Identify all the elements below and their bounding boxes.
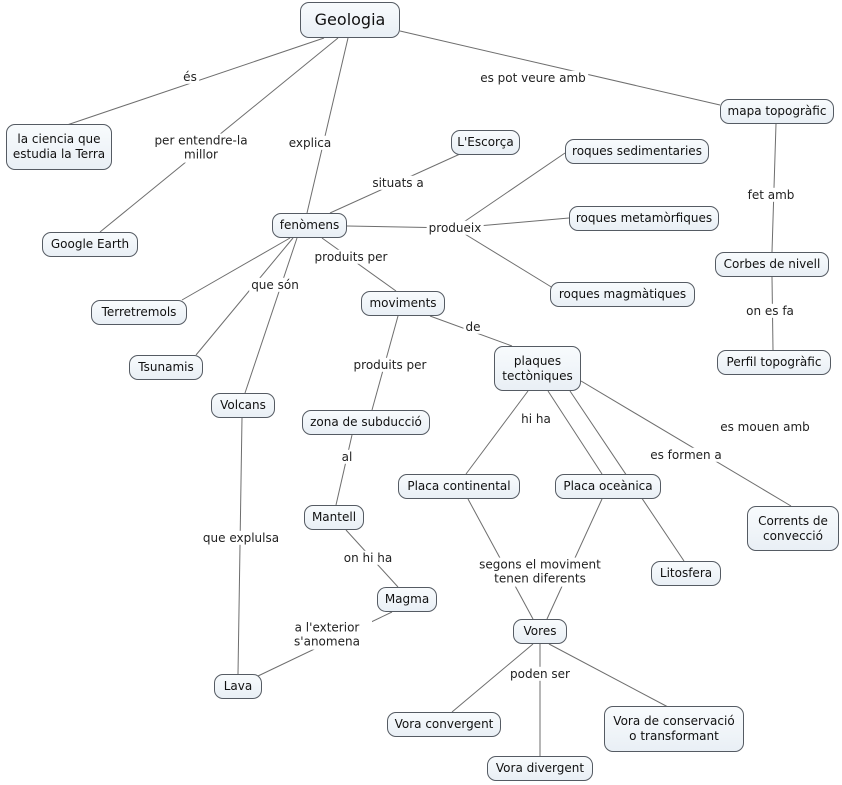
node-roques-magmatiques[interactable]: roques magmàtiques [550,282,695,307]
node-placa-continental[interactable]: Placa continental [398,474,520,499]
edge-volcans-lava [237,417,243,675]
link-label-produeix[interactable]: produeix [426,220,484,236]
node-google-earth[interactable]: Google Earth [42,232,138,257]
link-label-situats-a[interactable]: situats a [370,175,426,191]
edge-plaques-placa-oceanica [547,390,603,475]
link-label-on-hi-ha[interactable]: on hi ha [341,550,395,566]
node-ciencia[interactable]: la ciencia que estudia la Terra [6,124,112,170]
edge-produeix-roques-sedimentaries [454,152,566,229]
node-tsunamis[interactable]: Tsunamis [129,355,203,380]
node-magma[interactable]: Magma [377,587,437,612]
node-lava[interactable]: Lava [214,674,262,699]
link-label-es-formen-a[interactable]: es formen a [648,447,724,463]
node-mantell[interactable]: Mantell [304,505,364,530]
edge-fenomens-tsunamis [195,237,294,356]
link-label-produits-per-1[interactable]: produits per [312,249,390,265]
node-moviments[interactable]: moviments [361,291,445,316]
link-label-poden-ser[interactable]: poden ser [508,666,572,682]
edge-geologia-mapa-topografic [399,30,721,106]
node-perfil-topografic[interactable]: Perfil topogràfic [717,350,831,375]
node-vora-convergent[interactable]: Vora convergent [387,712,501,737]
edge-geologia-fenomens [306,37,349,214]
node-placa-oceanica[interactable]: Placa oceànica [555,474,661,499]
link-label-al[interactable]: al [339,449,355,465]
node-vora-divergent[interactable]: Vora divergent [487,756,593,781]
node-volcans[interactable]: Volcans [211,393,275,418]
link-label-a-lexterior-sanomena[interactable]: a l'exterior s'anomena [282,620,372,650]
node-corbes-de-nivell[interactable]: Corbes de nivell [715,252,829,277]
link-label-segons-el-moviment[interactable]: segons el moviment tenen diferents [471,557,609,587]
node-escorca[interactable]: L'Escorça [451,130,520,155]
node-fenomens[interactable]: fenòmens [272,213,347,238]
link-label-explica[interactable]: explica [286,135,334,151]
link-label-que-explulsa[interactable]: que explulsa [200,530,282,546]
node-geologia[interactable]: Geologia [300,2,400,38]
link-label-es-pot-veure-amb[interactable]: es pot veure amb [478,70,588,86]
edge-fenomens-volcans [244,237,298,394]
edge-fenomens-moviments [321,237,397,292]
link-label-hi-ha[interactable]: hi ha [519,411,553,427]
link-label-es[interactable]: és [181,69,199,85]
node-vora-conservacio[interactable]: Vora de conservació o transformant [604,706,744,752]
edge-plaques-placa-continental [465,390,529,475]
node-mapa-topografic[interactable]: mapa topogràfic [720,99,834,124]
link-label-per-entendre-la-millor[interactable]: per entendre-la millor [145,133,257,163]
link-label-que-son[interactable]: que són [249,277,301,293]
link-label-es-mouen-amb[interactable]: es mouen amb [718,419,812,435]
link-label-fet-amb[interactable]: fet amb [745,187,797,203]
link-label-de[interactable]: de [463,319,483,335]
node-vores[interactable]: Vores [513,619,567,644]
node-corrents-conveccio[interactable]: Corrents de convecció [747,506,839,551]
link-label-on-es-fa[interactable]: on es fa [744,303,796,319]
link-label-produits-per-2[interactable]: produits per [351,357,429,373]
node-roques-sedimentaries[interactable]: roques sedimentaries [565,139,709,164]
node-litosfera[interactable]: Litosfera [651,561,721,586]
edge-subduccio-mantell [335,434,353,506]
node-roques-metamorfiques[interactable]: roques metamòrfiques [569,206,719,231]
node-plaques-tectoniques[interactable]: plaques tectòniques [494,346,581,391]
node-terretremols[interactable]: Terretremols [91,300,187,325]
edge-produeix-roques-magmatiques [454,227,554,289]
node-zona-subduccio[interactable]: zona de subducció [302,410,430,435]
